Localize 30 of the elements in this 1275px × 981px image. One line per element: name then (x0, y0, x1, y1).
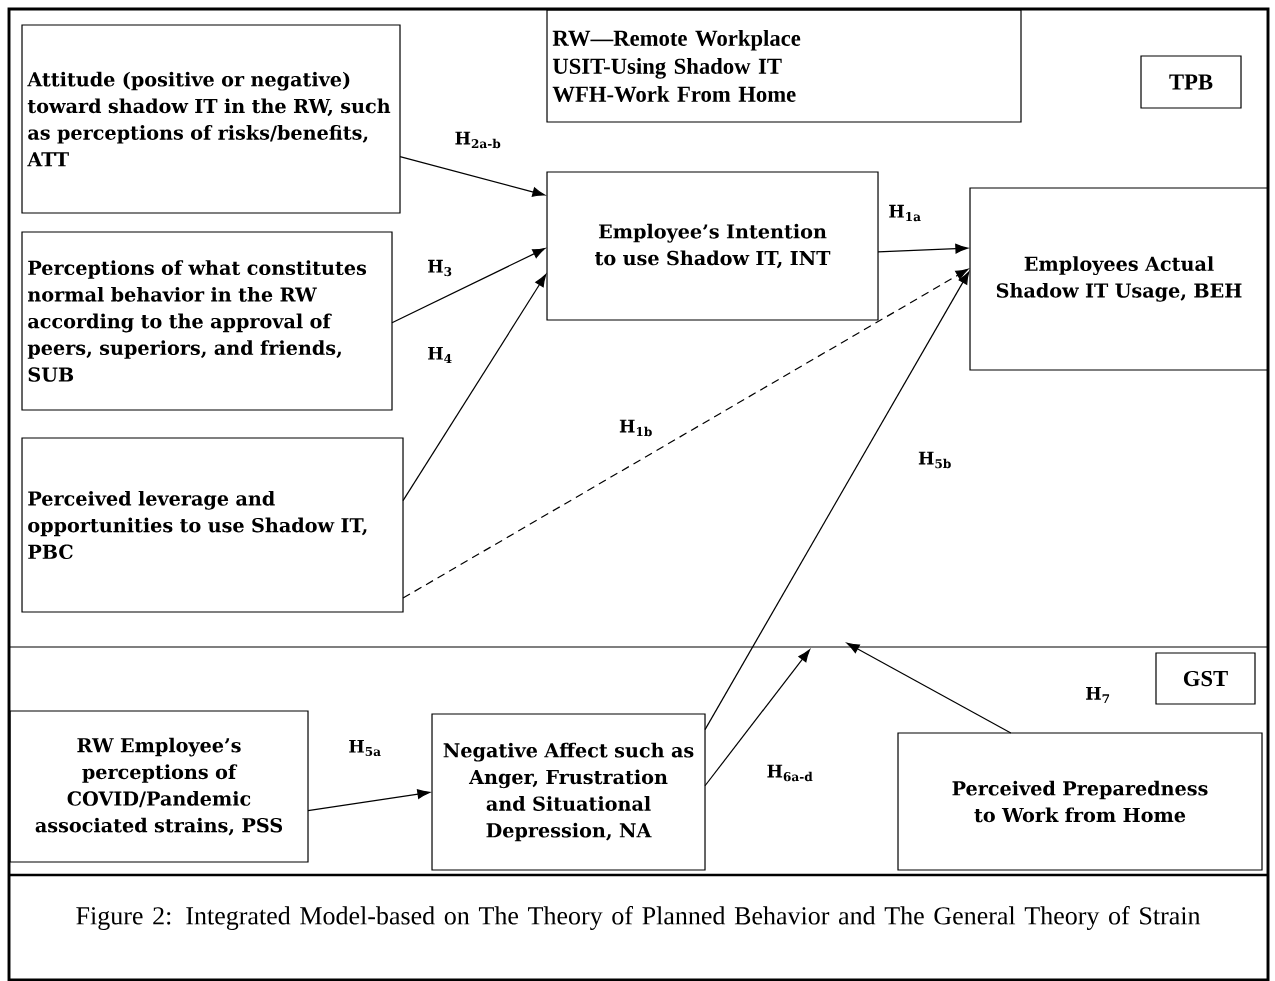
concept-box: Perceived Preparedness to Work from Home (897, 732, 1263, 871)
legend-box: RW—Remote Workplace USIT-Using Shadow IT WFH-Work From Home (546, 9, 1022, 123)
concept-box: Negative Affect such as Anger, Frustration and Situational Depression, NA (431, 713, 706, 871)
arrow (307, 789, 431, 812)
concept-box: RW Employee’s perceptions of COVID/Pandemic associated strains, PSS (9, 710, 309, 863)
concept-box: Perceived leverage and opportunities to use Shadow IT, PBC (21, 437, 404, 613)
arrow (402, 268, 969, 599)
edge-label: H$_{2a-b}$ (453, 130, 503, 150)
arrow (391, 248, 546, 324)
concept-box: Employees Actual Shadow IT Usage, BEH (969, 187, 1269, 371)
edge-label: H$_{4}$ (425, 345, 455, 365)
figure-caption: Figure 2: Integrated Model-based on The Theory of Planned Behavior and The General Theory of Strain (76, 906, 1201, 930)
edge-label: H$_{1a}$ (887, 203, 923, 223)
arrow (877, 243, 969, 254)
arrow (399, 156, 546, 197)
arrow (846, 642, 1012, 734)
edge-label: H$_{5b}$ (916, 450, 954, 470)
edge-label: H$_{5a}$ (347, 738, 383, 758)
section-tag: TPB (1140, 55, 1242, 109)
edge-label: H$_{3}$ (425, 258, 455, 278)
edge-label: H$_{1b}$ (617, 418, 655, 438)
arrow (402, 274, 547, 502)
edge-label: H$_{7}$ (1083, 685, 1113, 705)
concept-box: Perceptions of what constitutes normal behavior in the RW according to the approval of peers, superiors, and friends, SUB (21, 231, 393, 411)
section-tag: GST (1155, 652, 1256, 705)
arrow (704, 649, 811, 787)
concept-box: Attitude (positive or negative) toward shadow IT in the RW, such as perceptions of risks/benefits, ATT (21, 24, 401, 214)
concept-box: Employee’s Intention to use Shadow IT, INT (546, 171, 879, 321)
edge-label: H$_{6a-d}$ (765, 763, 815, 783)
arrow (704, 271, 970, 731)
